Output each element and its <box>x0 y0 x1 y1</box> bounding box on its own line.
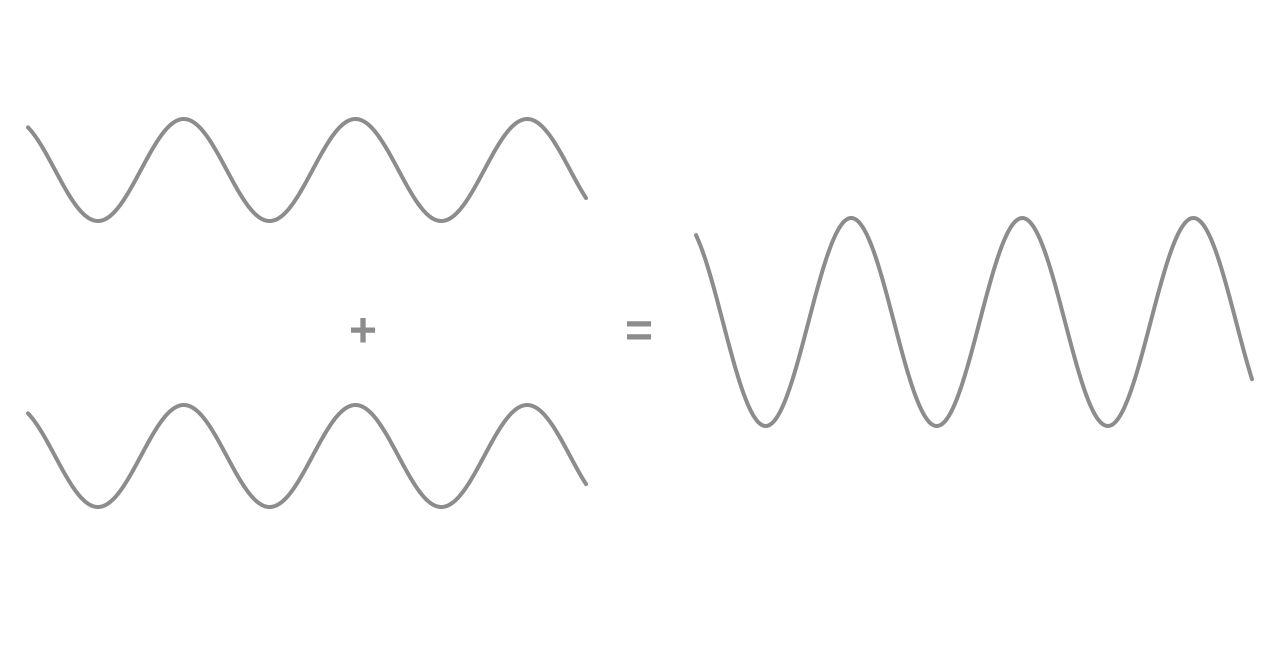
resulting-wave <box>694 216 1254 428</box>
input-wave-top <box>26 117 588 223</box>
equals-sign: = <box>625 305 653 358</box>
input-wave-bottom <box>26 403 588 509</box>
plus-sign: + <box>349 305 377 358</box>
